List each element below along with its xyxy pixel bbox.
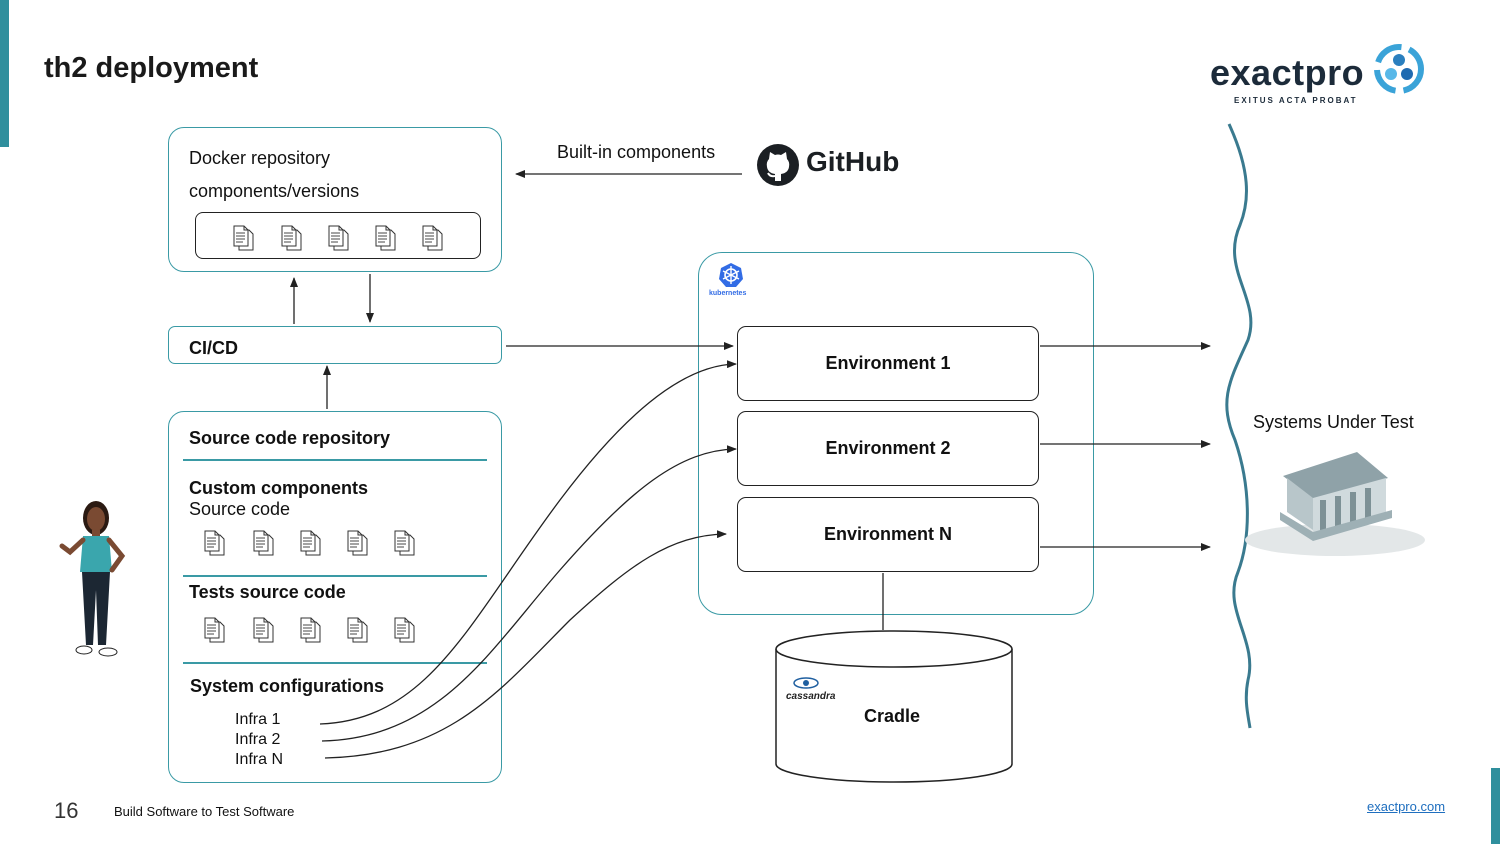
cicd-box <box>168 326 502 364</box>
kubernetes-helm-icon <box>719 263 743 287</box>
test-source-file-icon <box>347 617 368 643</box>
exactpro-link[interactable]: exactpro.com <box>1367 799 1446 814</box>
infra-1-label: Infra 1 <box>235 711 281 728</box>
page-title: th2 deployment <box>44 52 259 84</box>
environment-2-box: Environment 2 <box>737 411 1039 486</box>
docker-image-file-icon <box>281 225 302 251</box>
docker-repository-label: Docker repository <box>189 148 331 168</box>
test-source-file-icon <box>204 617 225 643</box>
environment-n-box: Environment N <box>737 497 1039 572</box>
github-wordmark: GitHub <box>806 146 900 177</box>
page-number: 16 <box>54 798 79 823</box>
docker-versions-label: components/versions <box>189 181 360 201</box>
cradle-label: Cradle <box>864 706 921 726</box>
docker-image-file-icon <box>375 225 396 251</box>
system-configurations-title: System configurations <box>190 676 385 696</box>
infra-n-label: Infra N <box>235 751 284 768</box>
custom-component-file-icon <box>204 530 225 556</box>
docker-image-file-icon <box>233 225 254 251</box>
custom-component-file-icon <box>253 530 274 556</box>
docker-image-file-icon <box>328 225 349 251</box>
bank-building-icon <box>1245 452 1425 556</box>
github-octocat-icon <box>757 144 799 186</box>
tests-source-code-title: Tests source code <box>189 582 346 602</box>
built-in-components-label: Built-in components <box>557 142 716 162</box>
cassandra-eye-icon <box>793 677 819 689</box>
source-code-repository-title: Source code repository <box>189 428 391 448</box>
environment-1-label: Environment 1 <box>825 353 951 373</box>
custom-component-file-icon <box>394 530 415 556</box>
test-source-file-icon <box>300 617 321 643</box>
custom-component-file-icon <box>300 530 321 556</box>
custom-component-file-icon <box>347 530 368 556</box>
infra-n-to-envn-curve <box>324 530 727 759</box>
infra-2-label: Infra 2 <box>235 731 281 748</box>
infra-2-to-env2-curve <box>321 445 737 742</box>
section-divider <box>183 662 487 664</box>
custom-components-subtitle: Source code <box>189 499 291 519</box>
footer-text: Build Software to Test Software <box>114 804 295 819</box>
kubernetes-label: kubernetes <box>709 290 747 297</box>
custom-components-title: Custom components <box>189 478 369 498</box>
right-accent-bar <box>1491 768 1500 844</box>
cassandra-label: cassandra <box>786 691 836 702</box>
cradle-database-cylinder <box>775 630 1013 783</box>
section-divider <box>183 459 487 461</box>
environment-n-label: Environment N <box>823 524 952 544</box>
presenter-figure <box>59 501 126 657</box>
environment-2-label: Environment 2 <box>825 438 951 458</box>
infra-1-to-env1-curve <box>319 360 737 725</box>
left-accent-bar <box>0 0 9 147</box>
test-source-file-icon <box>253 617 274 643</box>
section-divider <box>183 575 487 577</box>
source-code-repository-box <box>168 411 502 783</box>
exactpro-logo-text: exactpro <box>1210 52 1365 93</box>
docker-image-file-icon <box>422 225 443 251</box>
test-source-file-icon <box>394 617 415 643</box>
systems-under-test-label: Systems Under Test <box>1253 412 1414 432</box>
exactpro-logo-icon <box>1374 44 1424 94</box>
environment-1-box: Environment 1 <box>737 326 1039 401</box>
exactpro-logo-tagline: EXITUS ACTA PROBAT <box>1234 96 1358 105</box>
cicd-label: CI/CD <box>189 338 238 358</box>
systems-under-test-boundary <box>1225 123 1253 729</box>
